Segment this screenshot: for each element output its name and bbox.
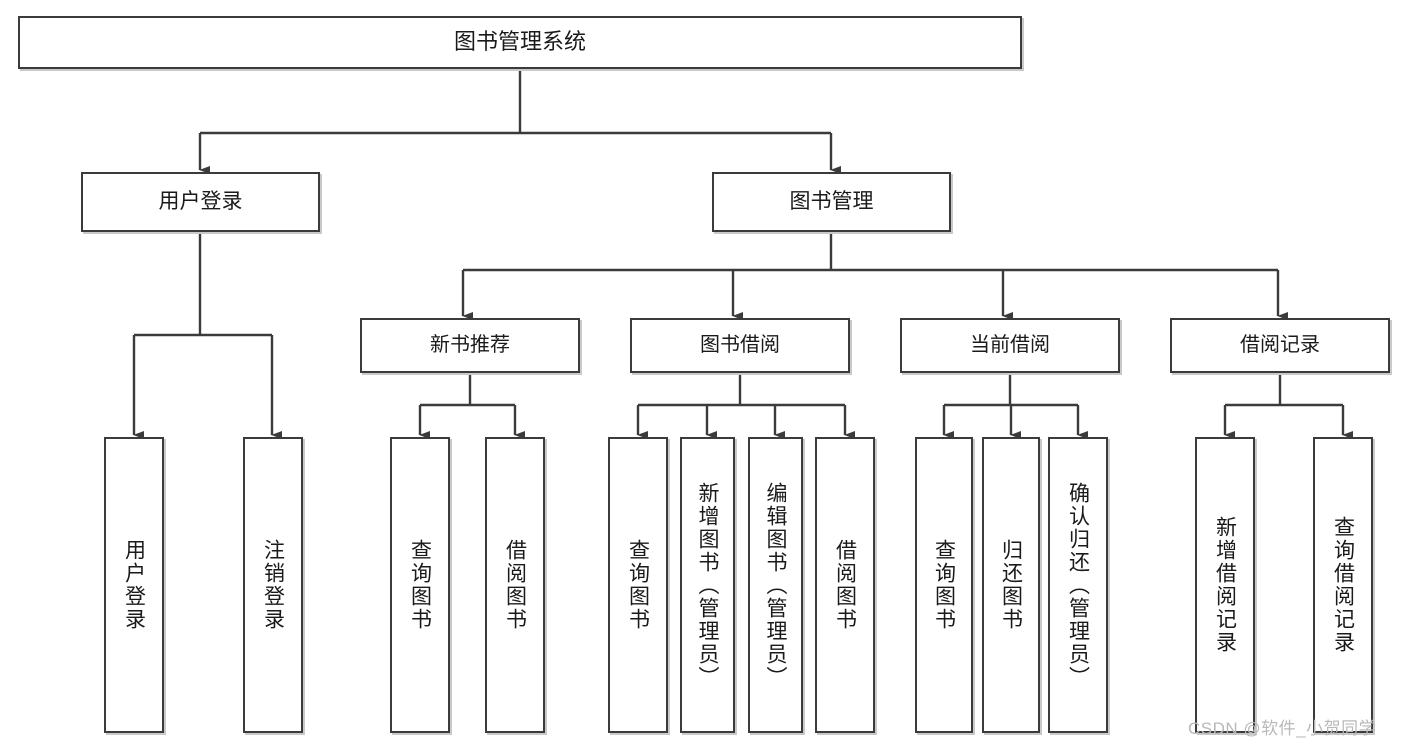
csdn-watermark: CSDN @软件_小贺同学 — [1188, 719, 1377, 738]
node-label: 编辑图书（管理员） — [764, 481, 787, 689]
node-label: 查询图书 — [932, 539, 956, 631]
node-label: 当前借阅 — [970, 334, 1050, 357]
node-label: 用户登录 — [122, 539, 146, 631]
node-label: 查询借阅记录 — [1331, 516, 1355, 654]
node-leaf-rec-add: 新增借阅记录 — [1195, 437, 1255, 733]
node-leaf-rec-borrow: 借阅图书 — [485, 437, 545, 733]
node-label: 确认归还（管理员） — [1066, 481, 1090, 689]
node-leaf-user-logout: 注销登录 — [243, 437, 303, 733]
node-leaf-borrow-add: 新增图书（管理员） — [680, 437, 735, 733]
node-leaf-cur-confirm: 确认归还（管理员） — [1048, 437, 1108, 733]
node-leaf-borrow-do: 借阅图书 — [815, 437, 875, 733]
node-root: 图书管理系统 — [18, 16, 1022, 69]
node-user-login: 用户登录 — [81, 172, 320, 232]
node-label: 新增图书（管理员） — [696, 481, 719, 689]
node-leaf-user-login: 用户登录 — [104, 437, 164, 733]
node-leaf-cur-return: 归还图书 — [982, 437, 1040, 733]
node-label: 借阅图书 — [833, 539, 857, 631]
node-label: 借阅图书 — [503, 539, 527, 631]
node-leaf-cur-query: 查询图书 — [915, 437, 973, 733]
node-leaf-rec-query: 查询图书 — [390, 437, 450, 733]
node-leaf-borrow-query: 查询图书 — [608, 437, 668, 733]
node-label: 图书借阅 — [700, 334, 780, 357]
node-label: 新增借阅记录 — [1213, 516, 1237, 654]
node-label: 图书管理系统 — [453, 29, 586, 55]
node-label: 查询图书 — [626, 539, 650, 631]
node-new-book-rec: 新书推荐 — [360, 318, 580, 373]
node-label: 用户登录 — [158, 190, 243, 214]
node-label: 新书推荐 — [430, 334, 510, 357]
node-book-manage: 图书管理 — [712, 172, 951, 232]
node-leaf-borrow-edit: 编辑图书（管理员） — [748, 437, 803, 733]
node-leaf-rec-query2: 查询借阅记录 — [1313, 437, 1373, 733]
node-label: 归还图书 — [999, 539, 1023, 631]
node-book-borrow: 图书借阅 — [630, 318, 850, 373]
node-label: 图书管理 — [789, 190, 874, 214]
node-current-borrow: 当前借阅 — [900, 318, 1120, 373]
node-borrow-record: 借阅记录 — [1170, 318, 1390, 373]
node-label: 注销登录 — [261, 539, 285, 631]
node-label: 查询图书 — [408, 539, 432, 631]
node-label: 借阅记录 — [1240, 334, 1320, 357]
